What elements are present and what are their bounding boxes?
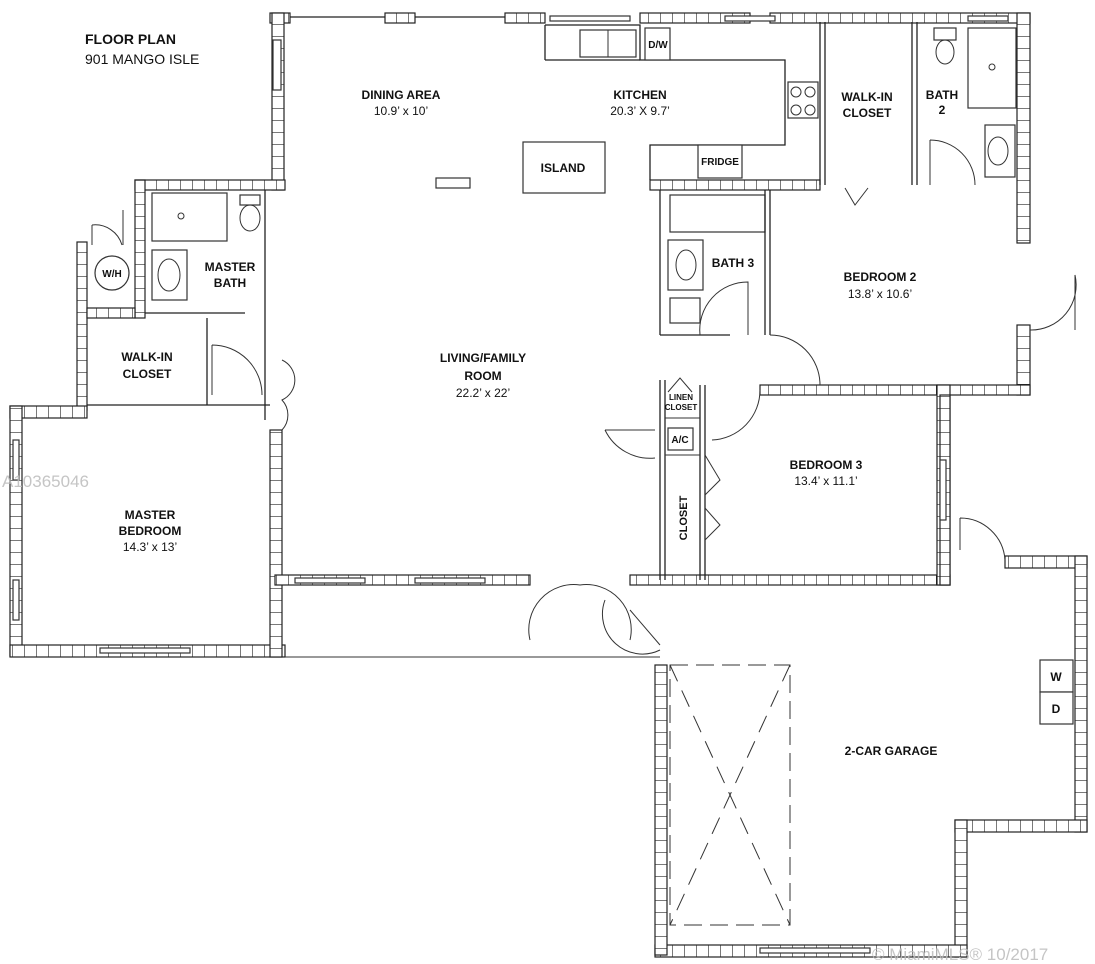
plan-address: 901 MANGO ISLE (85, 51, 199, 67)
dining-size: 10.9’ x 10’ (374, 104, 428, 118)
master-bedroom-size: 14.3’ x 13’ (123, 540, 177, 554)
dryer-label: D (1052, 702, 1061, 716)
bath2-label: BATH (926, 88, 958, 102)
interior-lines (12, 15, 1077, 954)
dining-label: DINING AREA (362, 88, 441, 102)
listing-id-watermark: A10365046 (2, 472, 89, 491)
bedroom2-label: BEDROOM 2 (844, 270, 917, 284)
fridge-label: FRIDGE (701, 157, 739, 168)
linen-closet-label: LINEN (669, 393, 693, 402)
master-bath-label: MASTER (205, 260, 256, 274)
master-walkin-label-2: CLOSET (123, 367, 172, 381)
copyright-watermark: © MiamiMLS® 10/2017 (872, 945, 1048, 964)
island-label: ISLAND (541, 161, 586, 175)
bath2-label-2: 2 (939, 103, 946, 117)
kitchen-label: KITCHEN (613, 88, 666, 102)
dishwasher-label: D/W (648, 40, 668, 51)
bedroom3-size: 13.4’ x 11.1’ (794, 474, 857, 488)
island (522, 141, 606, 194)
ac-label: A/C (671, 435, 688, 446)
living-label-2: ROOM (464, 369, 501, 383)
dishwasher (644, 27, 671, 61)
living-label: LIVING/FAMILY (440, 351, 526, 365)
closet-label: CLOSET (678, 495, 690, 540)
bath3-label: BATH 3 (712, 256, 755, 270)
walkin-closet-2-label-2: CLOSET (843, 106, 892, 120)
water-heater-label: W/H (102, 269, 121, 280)
master-bedroom-label: MASTER (125, 508, 176, 522)
garage-label: 2-CAR GARAGE (845, 744, 938, 758)
walkin-closet-2-label: WALK-IN (841, 90, 892, 104)
ac-unit (667, 427, 694, 451)
master-bedroom-label-2: BEDROOM (119, 524, 182, 538)
master-walkin-label: WALK-IN (121, 350, 172, 364)
linen-closet-label-2: CLOSET (665, 403, 698, 412)
bedroom2-size: 13.8’ x 10.6’ (848, 287, 912, 301)
fridge (697, 144, 743, 179)
kitchen-size: 20.3’ X 9.7’ (610, 104, 670, 118)
living-size: 22.2’ x 22’ (456, 386, 510, 400)
washer-label: W (1050, 670, 1062, 684)
bedroom3-label: BEDROOM 3 (790, 458, 863, 472)
master-bath-label-2: BATH (214, 276, 246, 290)
water-heater (94, 255, 130, 291)
plan-title: FLOOR PLAN (85, 31, 176, 47)
